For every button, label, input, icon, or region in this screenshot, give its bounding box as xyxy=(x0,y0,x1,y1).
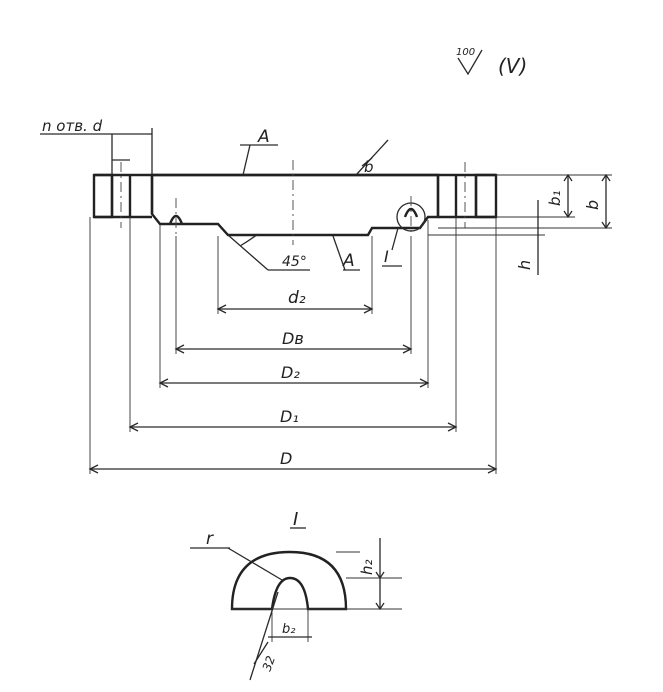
roughness-value: 100 xyxy=(456,47,475,58)
dim-D1: D₁ xyxy=(280,407,299,426)
detail-ref-label: I xyxy=(384,247,389,266)
flange-section xyxy=(92,173,498,237)
rough-b-callout: b xyxy=(355,139,389,176)
section-a-top-label: A xyxy=(257,127,270,147)
detail-title: I xyxy=(293,509,298,530)
groove-angle-label: 32 xyxy=(260,654,278,673)
roughness-note: (V) xyxy=(498,54,527,78)
hub-body xyxy=(150,173,440,237)
dim-Dv: Dв xyxy=(282,329,304,348)
dim-b: b xyxy=(583,200,602,210)
diameter-dimensions: d₂ Dв D₂ D₁ D xyxy=(88,217,498,474)
center-lines xyxy=(120,160,466,245)
left-rim xyxy=(92,173,114,219)
roughness-symbol: 100 (V) xyxy=(456,47,527,78)
detail-bead xyxy=(230,550,348,611)
dim-h: h xyxy=(515,260,534,270)
detail-ref: I xyxy=(382,227,402,267)
rough-b-label: b xyxy=(364,158,374,176)
dim-b1: b₁ xyxy=(546,190,564,206)
detail-view: I r h₂ b₂ 32 xyxy=(190,509,402,681)
section-a-callout: A A xyxy=(240,127,360,271)
right-rim xyxy=(474,173,498,219)
radius-label: r xyxy=(206,529,214,549)
dim-D: D xyxy=(280,449,292,468)
dim-h2: h₂ xyxy=(358,559,376,575)
hole-callout: n отв. d xyxy=(40,117,153,175)
holes-label: n отв. d xyxy=(42,117,103,135)
dim-D2: D₂ xyxy=(281,363,300,382)
angle-label: 45° xyxy=(282,254,307,270)
vertical-dimensions: b₁ b h xyxy=(428,173,612,275)
dim-b2: b₂ xyxy=(282,622,295,637)
angle-callout: 45° xyxy=(227,233,310,271)
section-a-bottom-label: A xyxy=(342,251,355,271)
dim-d2: d₂ xyxy=(288,288,306,308)
